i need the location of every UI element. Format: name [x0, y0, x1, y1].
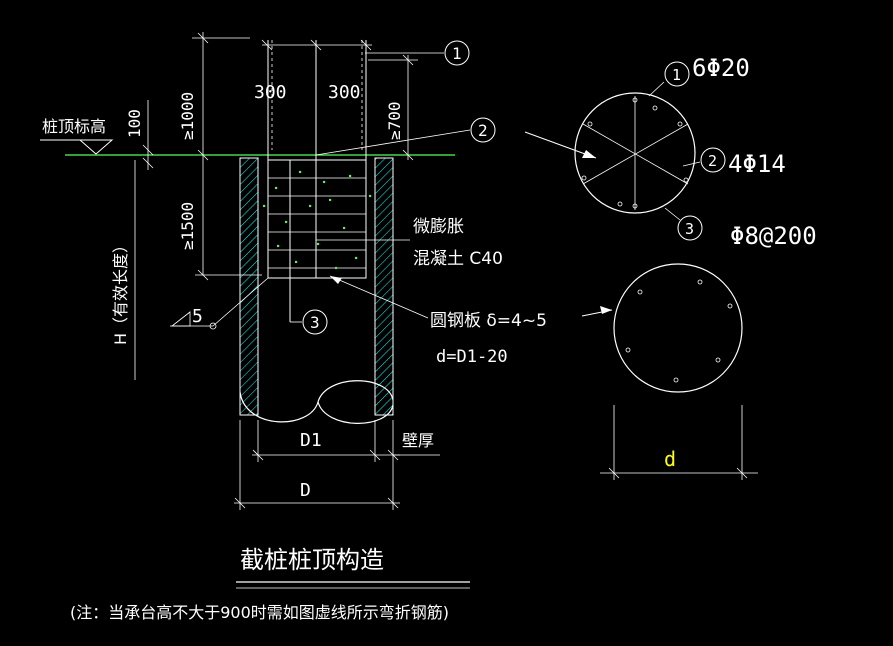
callout-2-leader [315, 129, 471, 156]
drawing-title: 截桩桩顶构造 [240, 546, 384, 574]
elevation-triangle [78, 139, 114, 155]
inner-diameter-label: D1 [300, 430, 322, 451]
plate-arrow-head [600, 306, 612, 314]
section-arrow-head [582, 150, 596, 158]
callout-3-text: 3 [310, 313, 320, 332]
weld-triangle [170, 311, 191, 327]
drawing-note: (注：当承台高不大于900时需如图虚线所示弯折钢筋) [70, 603, 449, 622]
concrete-grade-label: 混凝土 C40 [413, 249, 503, 269]
plate-dimension [600, 405, 758, 480]
dim-1000-tick [197, 32, 209, 44]
dim-100-label: 100 [125, 109, 144, 138]
section-callout-2-circle [700, 147, 726, 173]
outer-diameter-label: D [300, 480, 311, 501]
dim-300-left: 300 [254, 82, 287, 103]
dim-1000-label: ≥1000 [178, 92, 197, 140]
pile-right-wall [374, 157, 394, 416]
dim-100-tick-a [142, 144, 154, 156]
dim-300-right: 300 [328, 82, 361, 103]
section-callout-3-leader [664, 207, 681, 221]
rebar-6d20-label: 6Φ20 [692, 54, 750, 82]
plate-diameter-label: d=D1-20 [436, 347, 508, 367]
weld-circle [209, 322, 217, 330]
rebar-stirrup-label: Φ8@200 [730, 222, 817, 250]
callout-1-text: 1 [452, 44, 462, 63]
dim-1500-label: ≥1500 [178, 202, 197, 250]
dim-100-tick-b [142, 157, 154, 169]
dim-1500-tick-top [197, 149, 209, 161]
pile-break-line [239, 380, 394, 423]
section-callout-2-leader [682, 161, 701, 167]
plate-holes [625, 279, 733, 383]
section-callout-1-text: 1 [672, 66, 681, 84]
pile-top-elevation-label: 桩顶标高 [42, 117, 106, 136]
effective-length-label: H（有效长度） [111, 237, 130, 345]
dashed-bent-rebars [271, 40, 363, 150]
section-callout-2-text: 2 [708, 152, 717, 170]
section-callout-3-circle [677, 215, 703, 241]
pile-break-line-lower [317, 401, 394, 424]
section-rebar-dots [581, 97, 689, 209]
plate-circle [613, 263, 743, 393]
expansion-concrete-label: 微膨胀 [413, 217, 464, 237]
dim-700-tick-b [402, 149, 414, 161]
wall-thickness-label: 壁厚 [402, 431, 434, 450]
callout-2-text: 2 [478, 121, 488, 140]
callout-3-circle [302, 309, 328, 335]
weld-leader [212, 277, 269, 327]
steel-plate-arrow [330, 276, 342, 284]
weld-size: 5 [192, 306, 203, 327]
pile-left-wall [239, 157, 259, 416]
callout-1-circle [444, 40, 470, 66]
longitudinal-rebars [267, 40, 367, 322]
dim-700-label: ≥700 [385, 101, 404, 140]
callout-2-circle [470, 117, 496, 143]
top-dimensions [261, 39, 372, 51]
rebar-4d14-label: 4Φ14 [728, 150, 786, 178]
core-horizontal-lines [268, 177, 366, 269]
steel-plate-leader [329, 275, 429, 319]
steel-plate-label: 圆钢板 δ=4~5 [430, 311, 547, 331]
section-circle [574, 92, 696, 214]
section-spiral-lines [582, 96, 689, 210]
section-callout-1-leader [648, 81, 665, 97]
bottom-dimension-lines [234, 420, 440, 510]
section-callout-1-circle [664, 61, 690, 87]
plate-dim-label: d [664, 447, 676, 471]
concrete-speckles [262, 170, 372, 270]
dim-700-tick-a [402, 54, 414, 66]
section-callout-3-text: 3 [685, 220, 694, 238]
dim-1500-tick [197, 269, 209, 281]
